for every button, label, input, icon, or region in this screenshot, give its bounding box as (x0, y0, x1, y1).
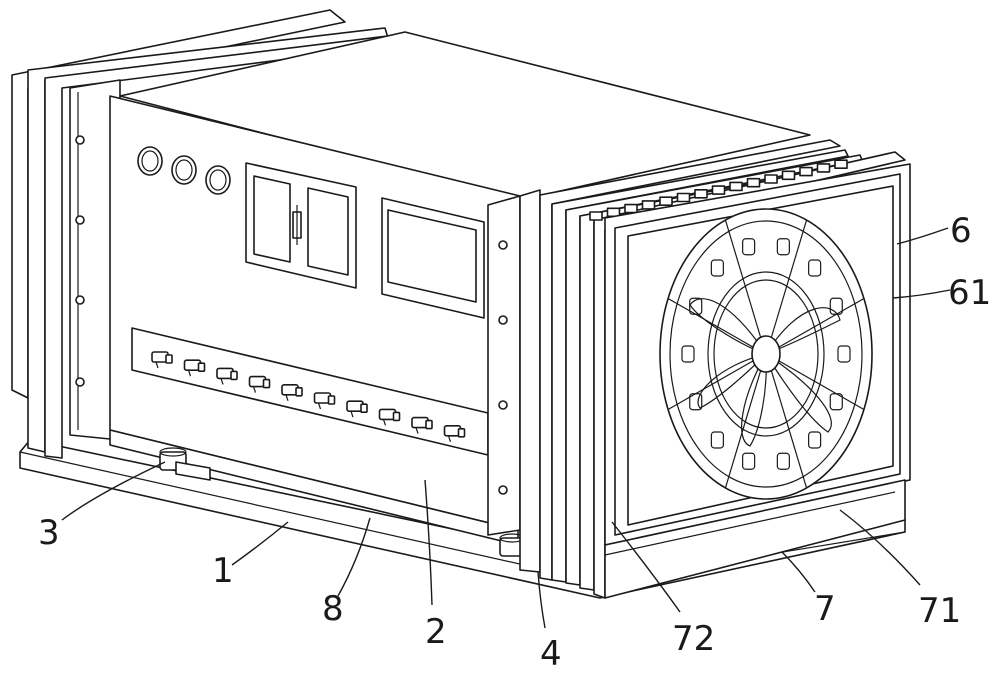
filter-slat (765, 175, 777, 183)
filter-slat (835, 160, 847, 168)
filter-slat (783, 171, 795, 179)
label-2: 2 (425, 612, 447, 652)
right-flange (488, 190, 540, 572)
filter-slat (695, 190, 707, 198)
filter-slat (800, 168, 812, 176)
filter-slat (713, 186, 725, 194)
label-72: 72 (672, 619, 715, 659)
label-3: 3 (38, 513, 60, 553)
label-1: 1 (212, 551, 234, 591)
knob (206, 166, 230, 194)
label-6: 6 (950, 211, 972, 251)
filter-slat (748, 179, 760, 187)
label-4: 4 (540, 634, 562, 674)
filter-slat (660, 197, 672, 205)
filter-slat (643, 201, 655, 209)
knob (172, 156, 196, 184)
label-8: 8 (322, 589, 344, 629)
filter-slat (818, 164, 830, 172)
filter-slat (730, 182, 742, 190)
knob (138, 147, 162, 175)
label-61: 61 (948, 273, 991, 313)
filter-slat (625, 205, 637, 213)
filter-slat (590, 212, 602, 220)
filter-slat (678, 194, 690, 202)
label-7: 7 (814, 589, 836, 629)
label-71: 71 (918, 591, 961, 631)
fan-hub (752, 336, 780, 372)
